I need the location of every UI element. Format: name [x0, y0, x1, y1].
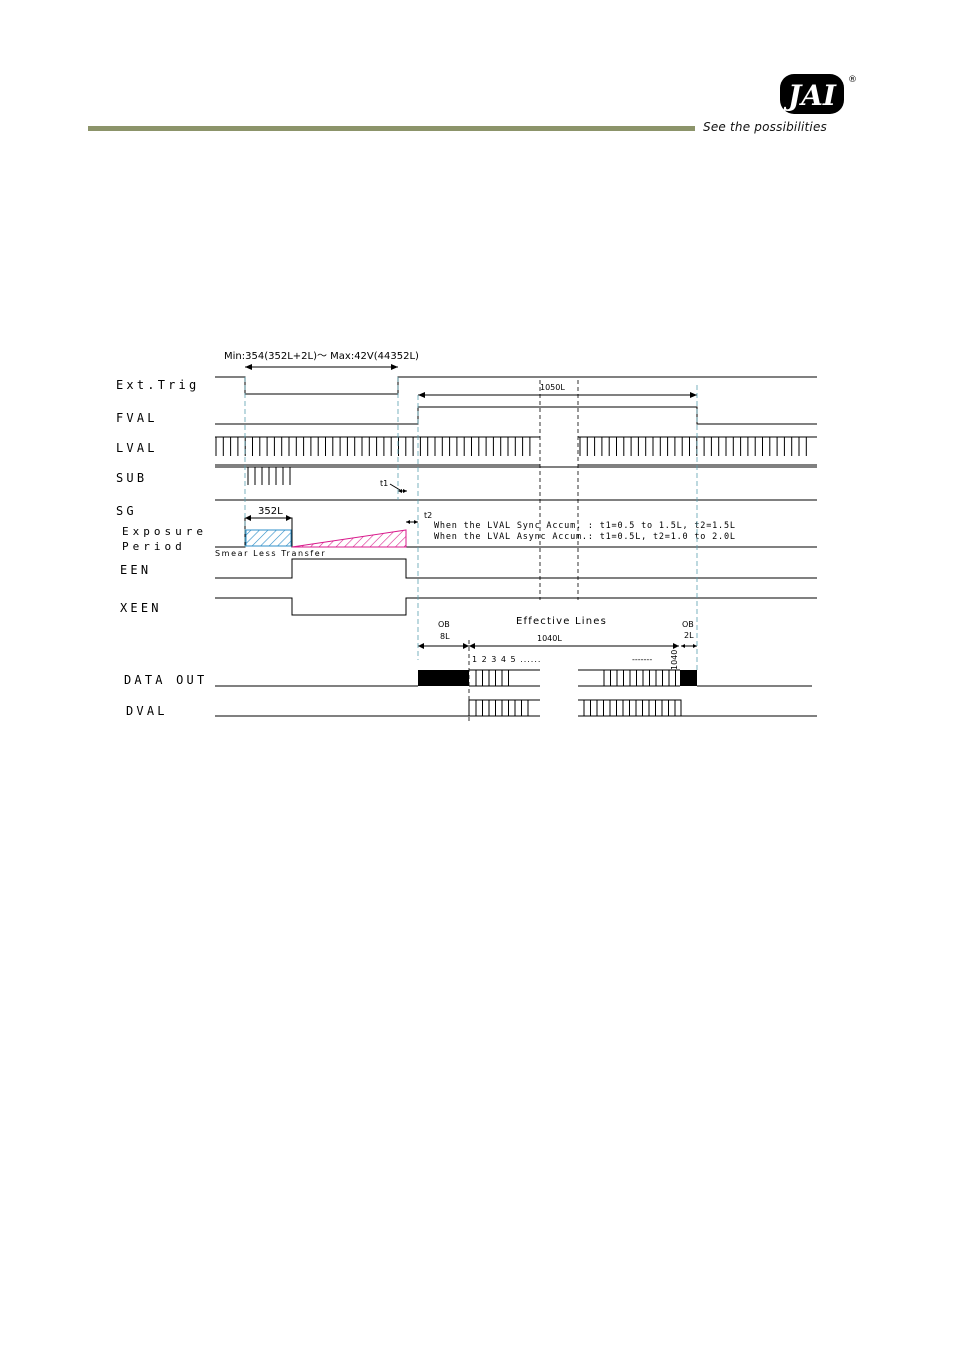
min-max-annotation: Min:354(352L+2L)～ Max:42V(44352L) — [224, 351, 419, 362]
ext-trig-label: Ext.Trig — [116, 378, 199, 392]
fval-waveform — [215, 406, 817, 425]
arrowhead — [469, 643, 475, 649]
arrowhead — [673, 643, 679, 649]
data-out-label: DATA OUT — [124, 673, 207, 687]
fval-period-label: 1050L — [540, 383, 565, 392]
arrowhead — [398, 489, 402, 493]
arrowhead — [681, 644, 685, 648]
arrowhead — [286, 515, 292, 521]
arrowhead — [418, 643, 424, 649]
xeen-label: XEEN — [120, 601, 162, 615]
data-out-waveform — [215, 669, 812, 687]
dval-label: DVAL — [126, 704, 168, 718]
arrowhead-right — [690, 392, 697, 398]
note-sync: When the LVAL Sync Accum. : t1=0.5 to 1.… — [434, 521, 736, 531]
effective-count-label: 1040L — [537, 634, 562, 643]
lval-waveform — [215, 436, 817, 466]
logo-text: JAI — [783, 79, 837, 112]
lval-label: LVAL — [116, 441, 158, 455]
last-line-label: 1040 — [670, 650, 679, 670]
dval-waveform — [215, 699, 817, 717]
sub-period-label: 352L — [258, 506, 283, 517]
smear-label: Smear Less Transfer — [215, 549, 326, 558]
fval-label: FVAL — [116, 411, 158, 425]
line-numbers-label: 1 2 3 4 5 ...... — [472, 655, 541, 664]
gap-break-markers — [539, 380, 579, 600]
ob-left-count: 8L — [440, 632, 450, 641]
jai-logo: JAI ® — [780, 74, 857, 114]
arrowhead-left — [245, 364, 252, 370]
arrowhead-left — [418, 392, 425, 398]
t2-label: t2 — [424, 511, 432, 520]
arrowhead-right — [391, 364, 398, 370]
effective-lines-label: Effective Lines — [516, 616, 607, 627]
exposure-label-1: Exposure — [122, 525, 207, 538]
ext-trig-waveform — [215, 376, 817, 395]
arrowhead — [414, 520, 418, 524]
tagline: See the possibilities — [703, 120, 827, 134]
guide-lines — [244, 377, 698, 722]
arrowhead — [406, 520, 410, 524]
sub-label: SUB — [116, 471, 147, 485]
ob-right-count: 2L — [684, 631, 694, 640]
registered-mark: ® — [848, 75, 857, 85]
een-waveform — [215, 558, 817, 579]
arrowhead — [463, 643, 469, 649]
t1-leader — [389, 483, 401, 491]
arrowhead — [245, 515, 251, 521]
een-label: EEN — [120, 563, 151, 577]
exposure-label-2: Period — [122, 540, 186, 553]
timing-diagram: Ext.Trig FVAL LVAL SUB SG Exposure Perio… — [116, 351, 817, 722]
xeen-waveform — [215, 597, 817, 616]
arrowhead — [403, 489, 407, 493]
t1-label: t1 — [380, 479, 388, 488]
dots-right-label: ------- — [632, 655, 652, 664]
ob-right-label: OB — [682, 620, 694, 629]
ob-left-label: OB — [438, 620, 450, 629]
smear-magenta-wedge — [291, 529, 407, 548]
note-async: When the LVAL Async Accum.: t1=0.5L, t2=… — [434, 532, 736, 542]
exposure-blue-block — [245, 529, 292, 547]
arrowhead — [693, 644, 697, 648]
sg-label: SG — [116, 504, 137, 518]
sub-waveform — [215, 466, 817, 501]
header-rule — [88, 126, 695, 131]
